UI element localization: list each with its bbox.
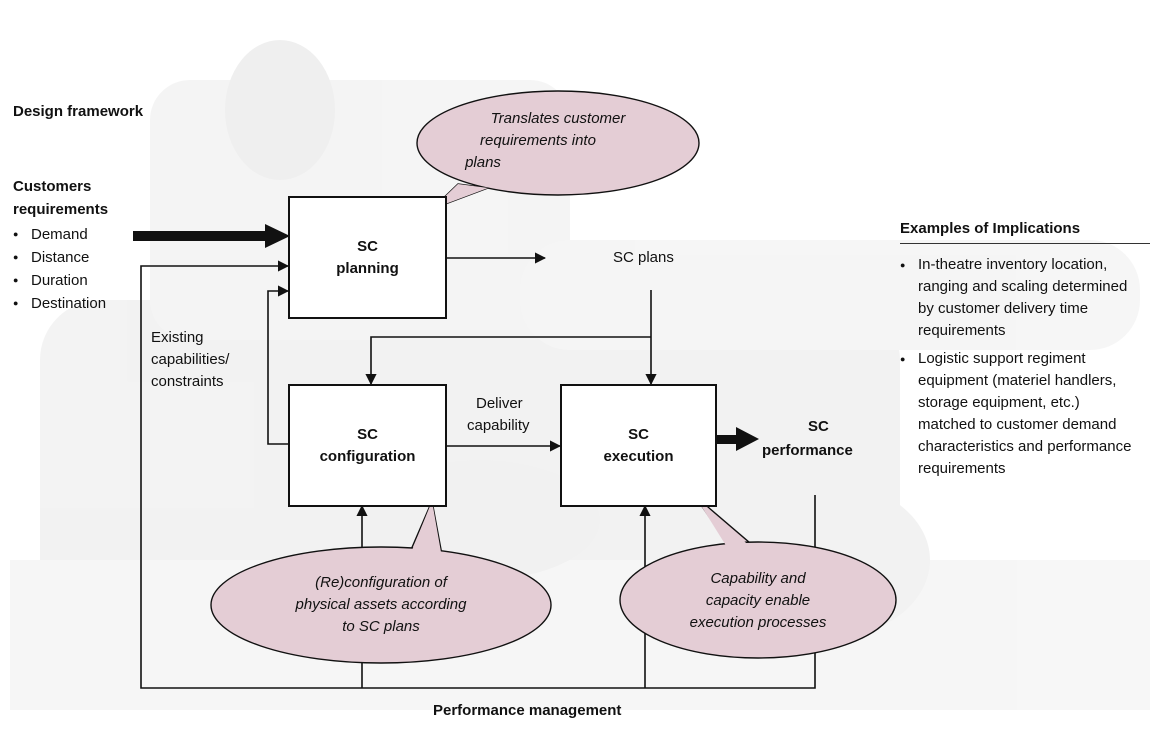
requirement-item: Distance: [13, 246, 106, 269]
callout-line: Capability and: [710, 570, 806, 587]
callout-line: requirements into: [480, 132, 596, 149]
reconfig-callout-text: (Re)configuration of physical assets acc…: [250, 572, 512, 638]
existing-capabilities-line1: Existing: [151, 329, 204, 346]
deliver-capability-line1: Deliver: [476, 395, 523, 412]
requirements-title-line1: Customers: [13, 178, 92, 195]
callout-line: Translates customer: [490, 110, 626, 127]
design-framework-title: Design framework: [13, 103, 144, 120]
callout-line: to SC plans: [342, 618, 420, 635]
sc-performance-line2: performance: [762, 442, 853, 459]
sc-planning-line1: SC: [357, 237, 378, 255]
performance-management-label: Performance management: [433, 702, 622, 719]
sc-execution-line2: execution: [603, 447, 674, 465]
translate-callout-ellipse: [416, 90, 700, 196]
sc-configuration-line2: configuration: [319, 447, 416, 465]
callout-line: capacity enable: [705, 592, 811, 609]
sc-configuration-line1: SC: [357, 425, 378, 443]
implication-item: In-theatre inventory location, ranging a…: [900, 254, 1133, 342]
deliver-capability-line2: capability: [467, 417, 530, 434]
requirements-title-line2: requirements: [13, 201, 109, 218]
capability-callout-text: Capability and capacity enable execution…: [640, 568, 876, 634]
sc-performance-line1: SC: [808, 418, 829, 435]
plans-distribution-arrows: [365, 290, 657, 386]
translate-callout-text: Translates customer requirements into pl…: [423, 108, 693, 174]
callout-line: physical assets according: [295, 596, 467, 613]
implications-list: In-theatre inventory location, ranging a…: [900, 254, 1133, 486]
existing-capabilities-line2: capabilities/: [151, 351, 230, 368]
requirement-item: Demand: [13, 223, 106, 246]
reconfig-callout-ellipse: [210, 546, 552, 664]
sc-plans-label: SC plans: [613, 249, 674, 266]
sc-execution-box: SC execution: [560, 384, 717, 507]
callout-line: execution processes: [689, 614, 827, 631]
requirement-item: Duration: [13, 269, 106, 292]
implication-item: Logistic support regiment equipment (mat…: [900, 348, 1133, 480]
callout-line: (Re)configuration of: [315, 574, 447, 591]
existing-capabilities-arrow: [267, 285, 290, 445]
implications-title: Examples of Implications: [900, 218, 1150, 244]
requirement-item: Destination: [13, 292, 106, 315]
thick-input-arrow: [133, 224, 290, 248]
sc-execution-line1: SC: [628, 425, 649, 443]
requirements-list: Demand Distance Duration Destination: [13, 223, 106, 315]
sc-configuration-box: SC configuration: [288, 384, 447, 507]
sc-planning-line2: planning: [336, 259, 399, 277]
sc-planning-box: SC planning: [288, 196, 447, 319]
existing-capabilities-line3: constraints: [151, 373, 224, 390]
callout-line: plans: [465, 154, 501, 171]
capability-callout-ellipse: [619, 541, 897, 659]
performance-output-arrow: [716, 427, 759, 451]
